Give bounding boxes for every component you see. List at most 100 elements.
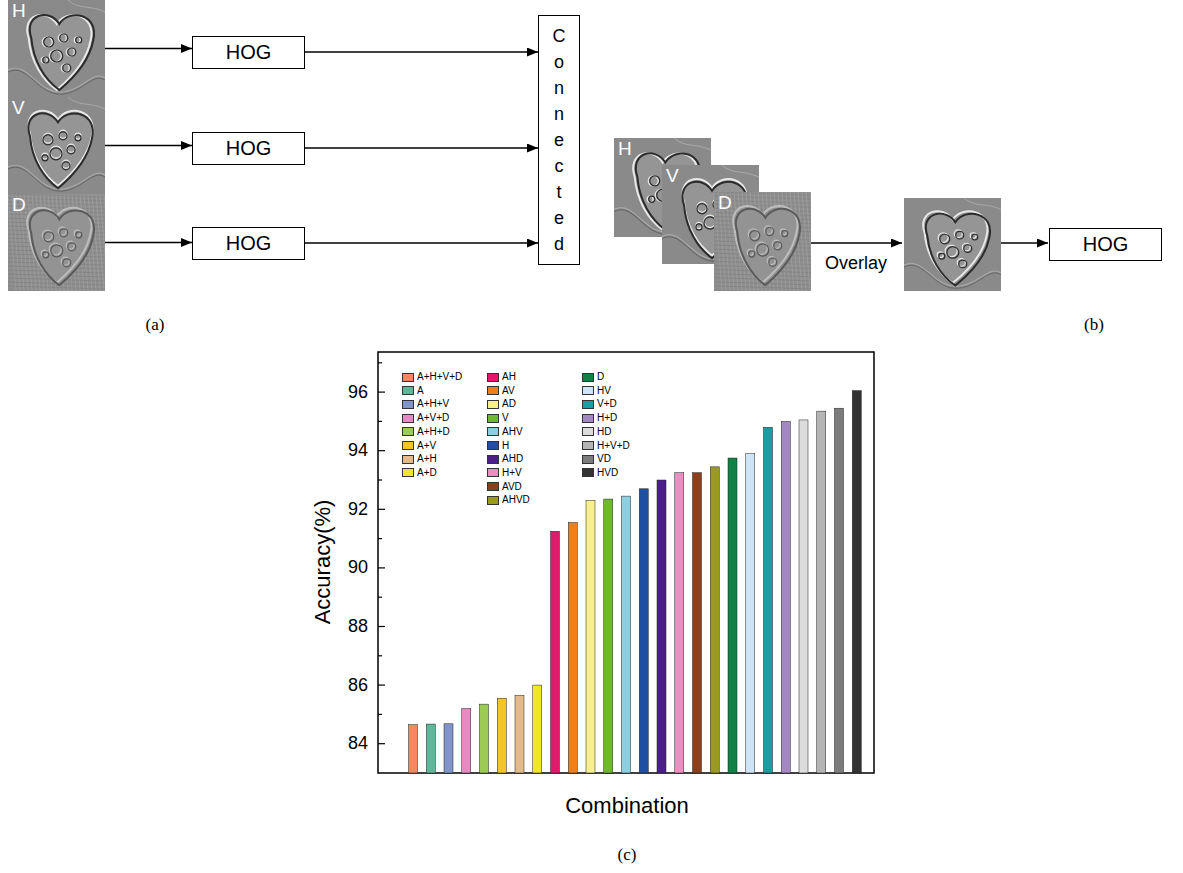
legend-text: AHVD — [502, 494, 530, 506]
tick-label: 88 — [348, 616, 368, 637]
bar — [444, 724, 453, 773]
tick — [378, 538, 382, 539]
bar — [622, 496, 631, 773]
arrow — [105, 48, 192, 50]
legend-text: A+D — [417, 467, 437, 479]
bar — [817, 411, 826, 773]
legend-text: A+H — [417, 453, 437, 465]
panel-label: (b) — [1084, 315, 1104, 335]
tick-label: 94 — [348, 440, 368, 461]
legend-text: AHV — [502, 426, 523, 438]
bar — [728, 458, 737, 773]
bar — [497, 698, 506, 773]
legend-swatch — [582, 386, 594, 395]
process-box: HOG — [192, 36, 305, 69]
image-tile: H — [8, 0, 105, 97]
arrow — [305, 147, 538, 149]
legend-swatch — [487, 441, 499, 450]
process-box: HOG — [192, 227, 305, 260]
legend-text: A+H+D — [417, 426, 450, 438]
bar — [586, 501, 595, 773]
legend-swatch — [402, 427, 414, 436]
legend-text: H+V — [502, 467, 522, 479]
bar — [764, 427, 773, 773]
channel-letter: V — [666, 165, 679, 187]
bar — [604, 499, 613, 773]
legend-text: A+H+V — [417, 398, 449, 410]
tick-label: 90 — [348, 557, 368, 578]
process-box: HOG — [1049, 228, 1162, 261]
tick-label: 86 — [348, 675, 368, 696]
arrow-label: Overlay — [825, 253, 887, 274]
legend-text: D — [597, 371, 604, 383]
legend-text: AHD — [502, 453, 523, 465]
tick-label: 92 — [348, 499, 368, 520]
legend-text: AV — [502, 385, 515, 397]
legend-text: H+D — [597, 412, 617, 424]
image-tile: D — [8, 194, 105, 291]
legend-text: VD — [597, 453, 611, 465]
arrow — [1001, 242, 1048, 244]
legend-swatch — [402, 455, 414, 464]
legend-swatch — [487, 400, 499, 409]
box-label: Connected — [552, 23, 565, 257]
legend-text: A+H+V+D — [417, 371, 462, 383]
panel-label: (a) — [146, 315, 165, 335]
legend-swatch — [487, 427, 499, 436]
box-label: HOG — [1083, 233, 1129, 256]
legend-text: A+V — [417, 440, 436, 452]
bar — [551, 531, 560, 773]
legend-swatch — [582, 427, 594, 436]
cell-image — [904, 198, 1001, 291]
merged-image — [904, 198, 1001, 291]
bar — [710, 467, 719, 773]
legend-swatch — [487, 414, 499, 423]
legend-swatch — [582, 468, 594, 477]
legend-text: V+D — [597, 398, 617, 410]
legend-text: HVD — [597, 467, 618, 479]
legend-swatch — [582, 455, 594, 464]
bar — [657, 480, 666, 773]
legend-swatch — [582, 441, 594, 450]
bar — [675, 473, 684, 773]
axis-title: Accuracy(%) — [310, 500, 336, 625]
channel-letter: V — [12, 97, 25, 119]
legend-text: A+V+D — [417, 412, 449, 424]
bar — [409, 725, 418, 773]
plot-frame — [378, 352, 874, 773]
legend-swatch — [487, 386, 499, 395]
tick — [378, 684, 385, 685]
channel-letter: D — [718, 192, 732, 214]
legend-swatch — [487, 496, 499, 505]
legend-text: V — [502, 412, 509, 424]
bar — [515, 695, 524, 773]
tick — [378, 567, 385, 568]
concat-box: Connected — [538, 15, 580, 265]
bar — [639, 489, 648, 773]
legend-swatch — [402, 468, 414, 477]
bar — [746, 454, 755, 773]
bar — [568, 522, 577, 773]
legend-text: A — [417, 385, 424, 397]
channel-letter: H — [12, 0, 26, 22]
bar — [835, 408, 844, 773]
bar — [693, 473, 702, 773]
legend-swatch — [402, 414, 414, 423]
tick-label: 96 — [348, 382, 368, 403]
legend-swatch — [582, 400, 594, 409]
arrow — [105, 145, 192, 147]
arrow — [305, 51, 538, 53]
arrow — [105, 242, 192, 244]
legend-swatch — [402, 441, 414, 450]
legend-text: AD — [502, 398, 516, 410]
tick — [378, 509, 385, 510]
box-label: HOG — [226, 137, 272, 160]
tick — [378, 362, 382, 363]
bar — [426, 724, 435, 773]
legend-text: HD — [597, 426, 611, 438]
tick — [378, 626, 385, 627]
channel-letter: D — [12, 194, 26, 216]
legend-text: H — [502, 440, 509, 452]
